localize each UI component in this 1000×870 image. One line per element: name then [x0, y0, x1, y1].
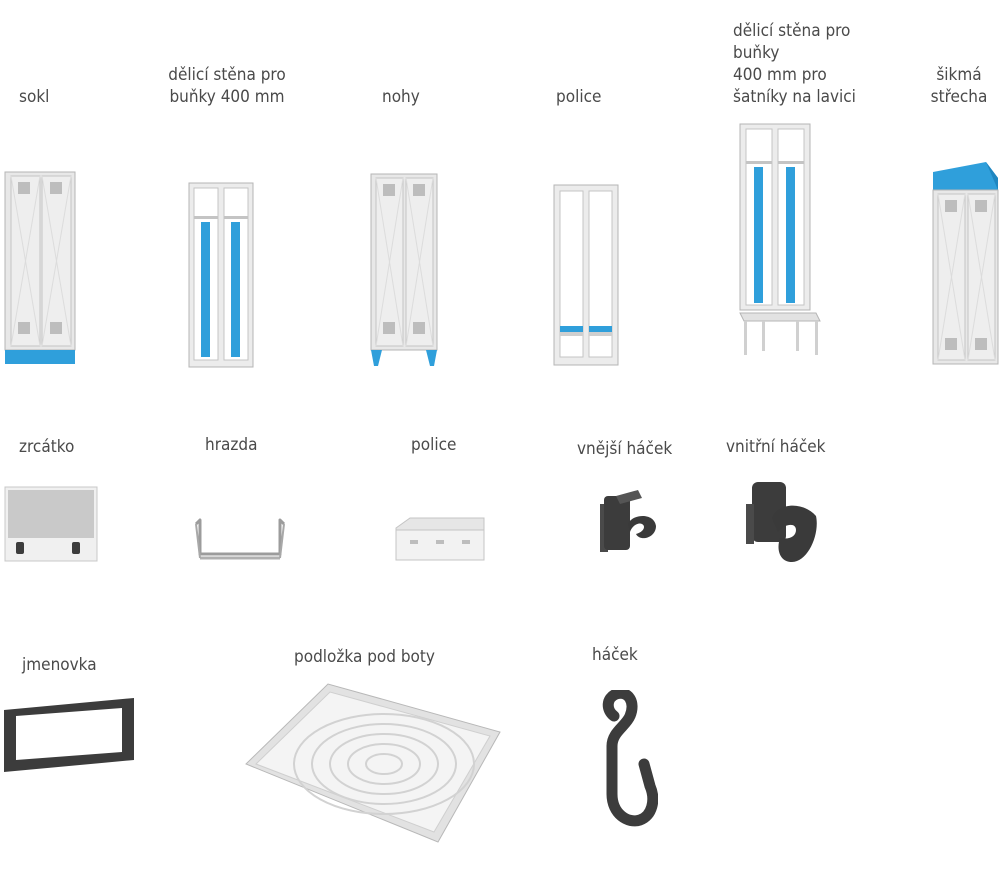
- label-police-1: police: [556, 87, 602, 107]
- label-sokl: sokl: [19, 87, 50, 107]
- label-delici-stena-400: dělicí stěna pro buňky 400 mm: [168, 65, 286, 107]
- shelf-frame-image: [553, 184, 621, 368]
- label-jmenovka: jmenovka: [22, 655, 97, 675]
- label-sikma-strecha: šikmá střecha: [930, 65, 988, 107]
- shelf-small-image: [392, 516, 488, 564]
- outer-hook-image: [598, 486, 660, 556]
- cabinet-roof-image: [930, 162, 1000, 368]
- label-zrcatko: zrcátko: [19, 437, 75, 457]
- inner-hook-image: [746, 478, 822, 564]
- divider-400-image: [188, 182, 258, 370]
- label-delici-stena-lavice: dělicí stěna pro buňky 400 mm pro šatník…: [733, 21, 856, 107]
- label-vnitrni-hacek: vnitřní háček: [726, 437, 826, 457]
- label-vnejsi-hacek: vnější háček: [577, 439, 673, 459]
- divider-bench-image: [738, 123, 822, 359]
- rail-image: [192, 516, 288, 564]
- cabinet-nohy-image: [368, 172, 440, 370]
- nameplate-image: [2, 696, 136, 774]
- shoe-mat-image: [242, 682, 504, 844]
- label-police-2: police: [411, 435, 457, 455]
- label-hacek: háček: [592, 645, 638, 665]
- s-hook-image: [592, 690, 658, 828]
- label-hrazda: hrazda: [205, 435, 258, 455]
- cabinet-sokl-image: [4, 170, 76, 370]
- label-podlozka: podložka pod boty: [294, 647, 435, 667]
- label-nohy: nohy: [382, 87, 420, 107]
- mirror-image: [4, 486, 98, 564]
